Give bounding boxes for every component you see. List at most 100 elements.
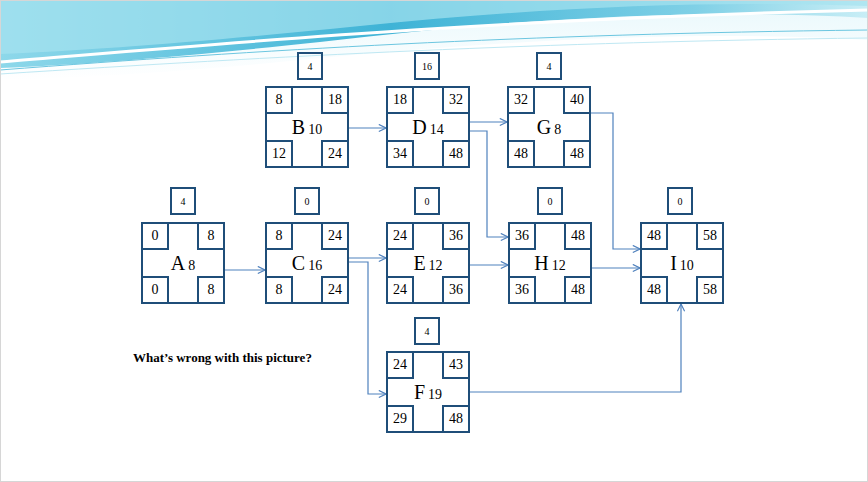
activity-node: D1418323448 [386, 86, 470, 168]
time-cell: 48 [442, 405, 470, 433]
time-value: 18 [393, 92, 407, 107]
time-value: 18 [328, 92, 342, 107]
header-band [0, 0, 868, 68]
time-cell: 48 [507, 140, 535, 168]
time-value: 36 [515, 282, 529, 297]
activity-label-area: B10 [267, 114, 347, 140]
time-cell: 0 [141, 276, 169, 304]
header-swoosh [0, 10, 868, 62]
header-swoosh-line [0, 38, 868, 74]
activity-letter: B [292, 116, 305, 138]
precedence-arrow [470, 131, 508, 237]
activity-label-area: A8 [143, 250, 223, 276]
precedence-arrow [470, 121, 507, 122]
activity-duration: 16 [308, 258, 322, 273]
slack-box: 4 [414, 317, 440, 345]
activity-node: E1224362436 [386, 222, 470, 304]
precedence-arrow [470, 264, 508, 265]
time-value: 24 [328, 228, 342, 243]
slack-value: 0 [548, 196, 553, 207]
time-cell: 48 [564, 276, 592, 304]
slack-box: 0 [537, 187, 563, 215]
activity-letter: I [670, 252, 677, 274]
time-value: 48 [570, 146, 584, 161]
activity-letter: E [413, 252, 425, 274]
slack-box: 0 [414, 187, 440, 215]
activity-label-area: C16 [267, 250, 347, 276]
slack-value: 4 [547, 61, 552, 72]
time-cell: 8 [265, 276, 293, 304]
time-value: 32 [449, 92, 463, 107]
time-value: 24 [393, 228, 407, 243]
time-value: 32 [514, 92, 528, 107]
time-cell: 24 [321, 140, 349, 168]
activity-duration: 14 [430, 122, 444, 137]
time-cell: 24 [321, 276, 349, 304]
precedence-arrow [349, 257, 386, 258]
time-value: 0 [152, 228, 159, 243]
time-value: 43 [449, 357, 463, 372]
time-value: 34 [393, 146, 407, 161]
time-value: 58 [703, 282, 717, 297]
time-value: 8 [276, 92, 283, 107]
activity-node: C16 8 24 8 24 [265, 222, 349, 304]
time-value: 8 [276, 282, 283, 297]
time-value: 8 [276, 228, 283, 243]
time-cell: 48 [640, 276, 668, 304]
time-cell: 18 [321, 86, 349, 114]
time-cell: 43 [442, 351, 470, 379]
activity-label-row: E12 [413, 252, 442, 274]
time-cell: 48 [563, 140, 591, 168]
slack-box: 16 [414, 52, 440, 80]
slack-value: 4 [308, 61, 313, 72]
activity-label-area: H12 [510, 250, 590, 276]
time-value: 12 [272, 146, 286, 161]
time-value: 24 [393, 282, 407, 297]
time-cell: 36 [508, 222, 536, 250]
activity-duration: 19 [428, 387, 442, 402]
time-cell: 24 [386, 351, 414, 379]
time-value: 36 [515, 228, 529, 243]
time-value: 40 [570, 92, 584, 107]
slack-box: 0 [667, 187, 693, 215]
precedence-arrow [470, 304, 681, 392]
slack-value: 0 [305, 196, 310, 207]
activity-node: B10 8 18 12 24 [265, 86, 349, 168]
time-value: 8 [208, 228, 215, 243]
question-note: What’s wrong with this picture? [133, 350, 312, 365]
precedence-arrow [591, 113, 640, 249]
slack-value: 4 [425, 326, 430, 337]
activity-node: G832404848 [507, 86, 591, 168]
time-cell: 24 [386, 222, 414, 250]
activity-duration: 10 [680, 258, 694, 273]
time-value: 8 [208, 282, 215, 297]
activity-label-area: F19 [388, 379, 468, 405]
activity-duration: 12 [552, 258, 566, 273]
slack-box: 4 [170, 187, 196, 215]
activity-duration: 8 [554, 122, 561, 137]
slack-value: 16 [422, 61, 432, 72]
time-value: 48 [647, 228, 661, 243]
activity-letter: A [171, 252, 185, 274]
time-cell: 58 [696, 276, 724, 304]
time-cell: 48 [640, 222, 668, 250]
time-value: 36 [449, 282, 463, 297]
activity-label-row: C16 [292, 252, 322, 274]
time-cell: 0 [141, 222, 169, 250]
activity-duration: 10 [308, 122, 322, 137]
activity-label-row: I10 [670, 252, 694, 274]
activity-label-row: H12 [534, 252, 565, 274]
time-cell: 18 [386, 86, 414, 114]
precedence-arrow [349, 262, 386, 394]
activity-label-area: I10 [642, 250, 722, 276]
activity-label-row: A8 [171, 252, 195, 274]
time-cell: 58 [696, 222, 724, 250]
header-band-light [0, 0, 868, 54]
time-cell: 36 [508, 276, 536, 304]
activity-node: A8 0 8 0 8 [141, 222, 225, 304]
precedence-arrow [225, 269, 265, 270]
time-value: 24 [393, 357, 407, 372]
time-value: 0 [152, 282, 159, 297]
